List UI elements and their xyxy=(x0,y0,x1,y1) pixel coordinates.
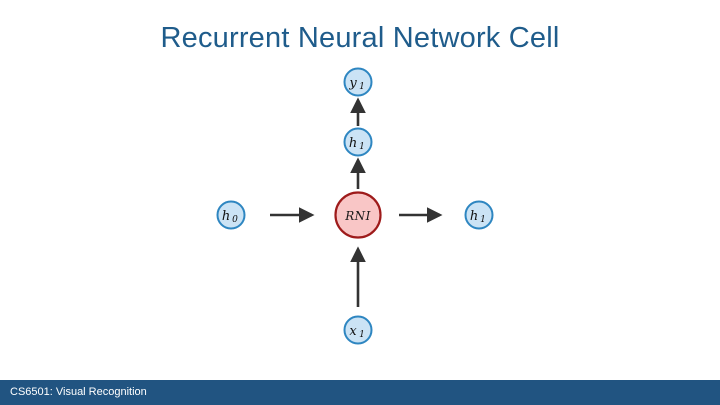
node-rnn-cell: RNI xyxy=(334,191,382,239)
node-y1-label: y xyxy=(348,76,357,91)
node-y1-circle xyxy=(343,67,373,97)
node-x1: x 1 xyxy=(343,315,373,345)
node-x1-circle xyxy=(343,315,373,345)
node-h0-label: h xyxy=(222,209,230,224)
node-rnn-cell-label: RNI xyxy=(344,209,370,223)
node-h1-right-label: h xyxy=(470,209,478,224)
node-h0: h 0 xyxy=(216,200,246,230)
node-h0-subscript: 0 xyxy=(232,215,238,225)
diagram-canvas: y 1 h 1 h 0 RNI h xyxy=(216,67,494,345)
page-title: Recurrent Neural Network Cell xyxy=(160,22,560,54)
node-h1-top: h 1 xyxy=(343,127,373,157)
node-y1: y 1 xyxy=(343,67,373,97)
node-h0-circle xyxy=(216,200,246,230)
footer-bar: CS6501: Visual Recognition xyxy=(0,380,720,405)
node-h1-right: h 1 xyxy=(464,200,494,230)
node-x1-subscript: 1 xyxy=(359,330,365,340)
node-h1-right-subscript: 1 xyxy=(480,215,486,225)
node-h1-top-circle xyxy=(343,127,373,157)
rnn-cell-diagram: y 1 h 1 h 0 RNI h xyxy=(0,55,720,360)
footer-course-label: CS6501: Visual Recognition xyxy=(10,386,147,398)
node-h1-right-circle xyxy=(464,200,494,230)
node-y1-subscript: 1 xyxy=(359,82,365,92)
node-rnn-cell-circle xyxy=(334,191,382,239)
node-h1-top-label: h xyxy=(349,136,357,151)
node-x1-label: x xyxy=(349,324,357,339)
node-h1-top-subscript: 1 xyxy=(359,142,365,152)
